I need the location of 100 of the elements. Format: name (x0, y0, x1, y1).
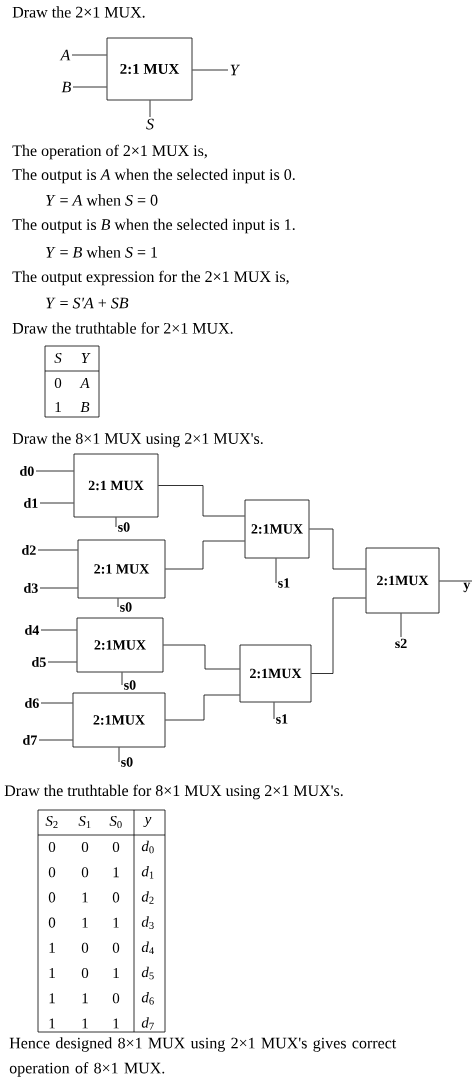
text-line: The operation of 2×1 MUX is, (12, 144, 207, 160)
table-cell-text: 0 (48, 867, 56, 878)
signal-label: Y (230, 64, 240, 76)
table-cell-text: 0 (81, 967, 89, 979)
table-cell-text: d$_{6}$ (141, 991, 154, 1005)
table-cell-text: 1 (55, 402, 61, 412)
paragraph: Hence designed 8×1 MUX using 2×1 MUX's gives correct operation of 8×1 MUX. (9, 1037, 397, 1077)
mux-box: 2:1 MUX (77, 539, 166, 599)
table-cell-text: d$_{3}$ (141, 916, 154, 929)
wire (37, 549, 78, 551)
table-cell-text: A (79, 378, 90, 388)
table-cell-text: 1 (82, 892, 88, 903)
table-cell-text: d$_{7}$ (141, 1017, 154, 1030)
table-cell-text: 1 (113, 1018, 119, 1029)
table-cell-text: 0 (48, 841, 56, 853)
mux-box: 2:1MUX (365, 547, 440, 614)
wire (121, 672, 123, 686)
table-cell-text: 0 (112, 892, 120, 903)
signal-label: B (61, 81, 71, 93)
table-cell-text: d$_{0}$ (141, 840, 154, 854)
table-cell-text: 1 (113, 867, 119, 878)
table-cell-text: y (143, 816, 152, 828)
mux-box: 2:1MUX (239, 644, 312, 703)
table-cell-text: 0 (112, 841, 120, 853)
table-cell-text: d$_{2}$ (141, 891, 154, 904)
signal-label: A (59, 49, 71, 61)
table-cell-text: S$_{0}$ (109, 815, 122, 829)
mux-box: 2:1MUX (72, 692, 166, 748)
table-cell-text: 0 (81, 942, 89, 953)
table-cell-text: 0 (81, 841, 89, 853)
text-line: Draw the truthtable for 2×1 MUX. (12, 322, 233, 334)
wire (40, 702, 73, 704)
signal-label: S (146, 118, 154, 130)
table-cell-text: 0 (48, 917, 56, 928)
signal-label: d5 (32, 657, 46, 667)
mux-box: 2:1MUX (244, 499, 310, 559)
table-cell-text: 0 (112, 942, 120, 953)
table-cell-text: 1 (49, 1018, 55, 1029)
wire (39, 502, 74, 504)
table-cell-text: B (80, 402, 90, 412)
table-cell-text: 0 (112, 993, 120, 1004)
wire (439, 580, 473, 582)
text-line: Y = S'A + SB (46, 297, 129, 309)
signal-label: s2 (395, 638, 407, 649)
signal-label: d2 (22, 545, 36, 555)
signal-label: s0 (120, 602, 132, 612)
wire (311, 597, 366, 674)
wire (47, 661, 77, 663)
text-line: Y = A when S = 0 (46, 194, 158, 206)
text-line: The output expression for the 2×1 MUX is, (12, 270, 289, 286)
table-cell-text: 1 (49, 993, 55, 1004)
wire (71, 54, 107, 56)
signal-label: s0 (121, 757, 133, 767)
wire (273, 702, 275, 720)
table-cell-text: d$_{1}$ (141, 865, 154, 879)
table-cell-text: 1 (82, 1018, 88, 1029)
table-cell-text: 1 (113, 968, 119, 978)
signal-label: d7 (23, 735, 37, 745)
wire (35, 470, 74, 472)
wire (309, 528, 366, 570)
table-cell-text: 0 (48, 892, 56, 903)
signal-label: s1 (278, 578, 290, 588)
text-line: Draw the 2×1 MUX. (12, 6, 145, 18)
wire (40, 629, 77, 631)
wire (275, 558, 277, 584)
table-cell-text: 1 (82, 917, 88, 928)
wire (400, 613, 402, 638)
mux-box: 2:1 MUX (106, 37, 193, 101)
table-cell-text: d$_{4}$ (141, 941, 154, 955)
wire (163, 644, 240, 670)
text-line: Draw the truthtable for 8×1 MUX using 2×1 MUX's. (4, 784, 343, 800)
signal-label: d3 (24, 583, 38, 593)
table-cell-text: S$_{2}$ (45, 815, 58, 829)
wire (117, 598, 119, 608)
signal-label: d1 (24, 498, 38, 508)
table-cell-text: d$_{5}$ (141, 966, 154, 980)
mux-box: 2:1MUX (76, 617, 164, 673)
table-cell-text: S$_{1}$ (78, 815, 91, 829)
wire (115, 517, 117, 528)
text-line: The output is B when the selected input is 1. (12, 218, 295, 234)
signal-label: d4 (25, 625, 40, 635)
text-line: The output is A when the selected input is 0. (12, 168, 295, 184)
wire (72, 86, 107, 88)
wire (149, 100, 151, 118)
signal-label: s1 (276, 714, 288, 724)
signal-label: d6 (25, 698, 39, 708)
wire (38, 739, 73, 741)
wire (158, 485, 245, 517)
signal-label: y (463, 582, 471, 593)
wire (39, 587, 78, 589)
table-cell-text: 1 (49, 968, 55, 978)
table-cell-text: 1 (113, 917, 119, 928)
wire (165, 694, 240, 721)
table-cell-text: Y (81, 353, 91, 363)
signal-label: d0 (20, 466, 34, 476)
signal-label: s0 (118, 522, 130, 532)
text-line: Y = B when S = 1 (46, 246, 157, 258)
signal-label: s0 (124, 680, 136, 690)
wire (118, 747, 120, 763)
table-cell-text: 1 (82, 993, 88, 1004)
